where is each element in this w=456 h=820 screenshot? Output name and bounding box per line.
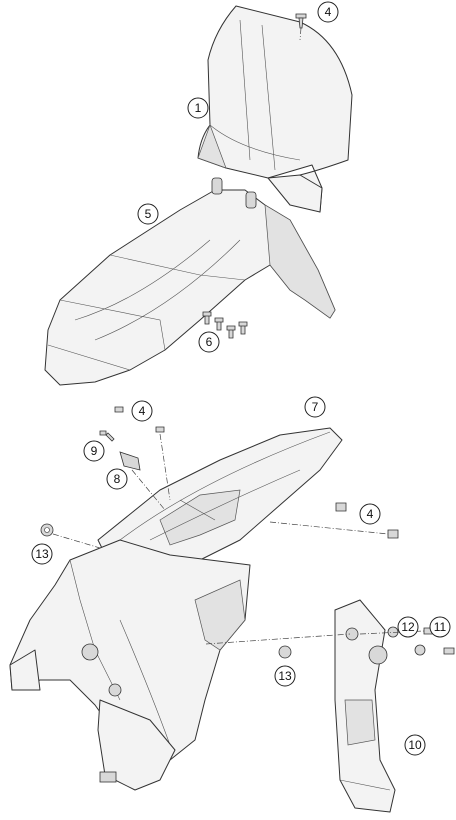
callout-1-label: 1 (195, 101, 202, 115)
callout-6-label: 6 (206, 335, 213, 349)
callout-4-right: 4 (359, 503, 381, 525)
callout-13-bottom-label: 13 (278, 669, 292, 683)
callout-6: 6 (198, 331, 220, 353)
rear-fender (97, 427, 343, 586)
headlight-mask (197, 5, 353, 213)
bolt-9 (99, 430, 115, 442)
screw-set (202, 311, 248, 339)
callout-4-top: 4 (317, 1, 339, 23)
screw-top (295, 13, 307, 29)
callout-10: 10 (404, 734, 426, 756)
mud-flap (334, 599, 396, 813)
bracket-8 (119, 451, 141, 471)
front-fender (44, 177, 336, 386)
callout-11-label: 11 (434, 620, 447, 634)
callout-4-right-label: 4 (367, 507, 374, 521)
callout-1: 1 (187, 97, 209, 119)
callout-10-label: 10 (408, 738, 422, 752)
callout-13-bottom: 13 (274, 665, 296, 687)
callout-8-label: 8 (114, 472, 121, 486)
callout-13-left: 13 (31, 543, 53, 565)
callout-5-label: 5 (145, 207, 152, 221)
callout-12: 12 (397, 616, 419, 638)
screw-mid (114, 406, 165, 433)
callout-4-mid-label: 4 (139, 404, 146, 418)
washer-12 (387, 626, 426, 656)
callout-9-label: 9 (91, 444, 98, 458)
screw-right (335, 502, 399, 539)
callout-13-left-label: 13 (35, 547, 49, 561)
callout-7: 7 (304, 396, 326, 418)
callout-9: 9 (83, 440, 105, 462)
callout-12-label: 12 (401, 620, 415, 634)
callout-5: 5 (137, 203, 159, 225)
callout-7-label: 7 (312, 400, 319, 414)
callout-11: 11 (429, 616, 451, 638)
grommet-left (40, 523, 54, 537)
callout-4-top-label: 4 (325, 5, 332, 19)
callout-4-mid: 4 (131, 400, 153, 422)
callout-8: 8 (106, 468, 128, 490)
grommet-bottom (278, 645, 292, 659)
rear-inner-fender (9, 539, 251, 791)
